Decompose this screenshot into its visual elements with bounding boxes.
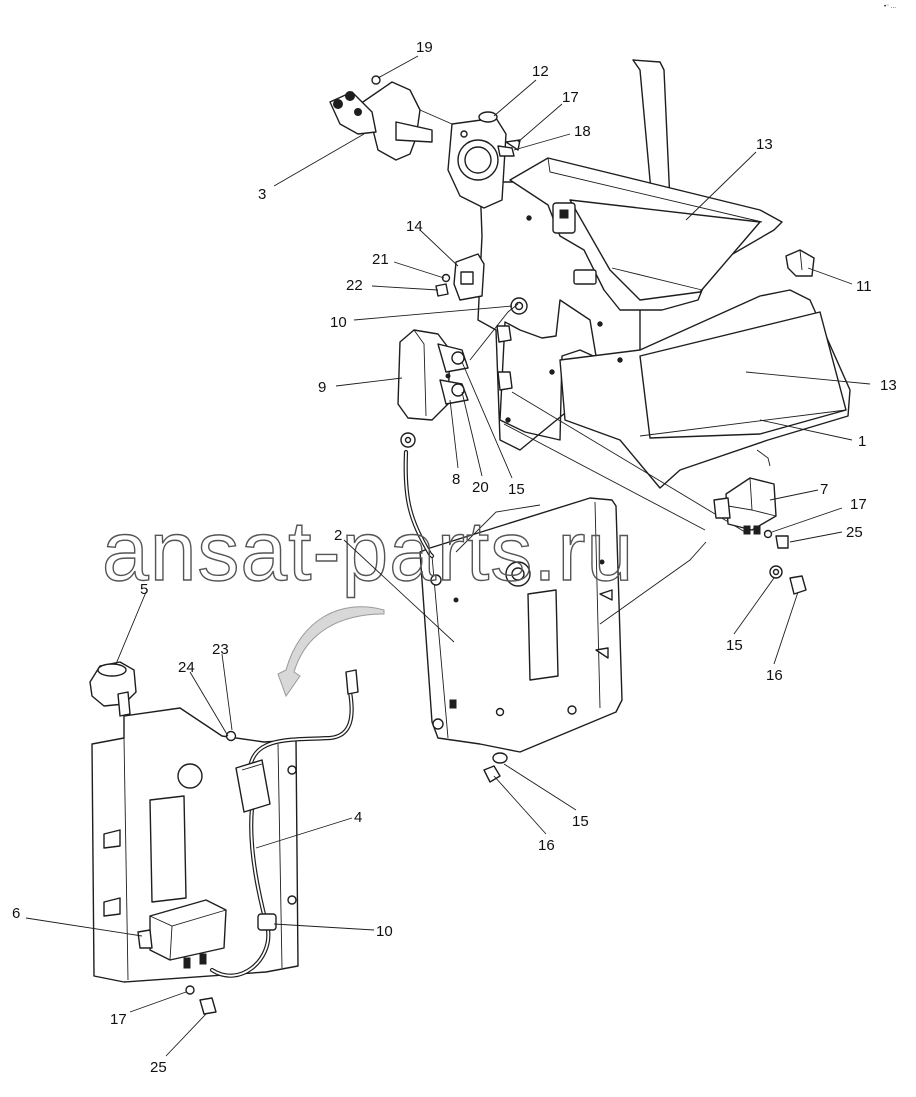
flange-12 [419,109,521,209]
terminal-stud-3 [329,75,433,161]
callout-8: 8 [452,471,460,488]
callout-16a: 16 [766,667,783,684]
callout-25a: 25 [846,524,863,541]
callout-10b: 10 [376,923,393,940]
callout-24: 24 [178,659,195,676]
callout-13b: 13 [880,377,897,394]
callout-22: 22 [346,277,363,294]
callout-13a: 13 [756,136,773,153]
callout-leaders [25,55,871,1057]
callout-7: 7 [820,481,828,498]
relay-bracket-14 [435,253,485,301]
mounting-plate-assembly [469,59,851,533]
callout-5: 5 [140,581,148,598]
callout-14: 14 [406,218,423,235]
callout-18: 18 [574,123,591,140]
callout-20: 20 [472,479,489,496]
callout-15b: 15 [726,637,743,654]
callout-17a: 17 [562,89,579,106]
callout-15c: 15 [572,813,589,830]
callout-10a: 10 [330,314,347,331]
callout-12: 12 [532,63,549,80]
callout-16b: 16 [538,837,555,854]
relay-7 [713,477,807,595]
callout-17c: 17 [110,1011,127,1028]
rotation-arrow [277,606,385,698]
callout-9: 9 [318,379,326,396]
cover-panel-2 [400,432,707,783]
callout-21: 21 [372,251,389,268]
callout-6: 6 [12,905,20,922]
callout-2: 2 [334,527,342,544]
callout-23: 23 [212,641,229,658]
callout-15a: 15 [508,481,525,498]
watermark-text: ansat-parts.ru [102,504,634,598]
callout-1: 1 [858,433,866,450]
corner-mark: •⁻ ... [884,4,896,10]
callout-17b: 17 [850,496,867,513]
fuse-block-9 [397,329,469,421]
clip-11 [785,249,815,277]
callout-3: 3 [258,186,266,203]
callout-11: 11 [856,278,872,295]
callout-4: 4 [354,809,362,826]
callout-19a: 19 [416,39,433,56]
lower-panel-assembly [89,661,359,1015]
callout-labels: 19 12 17 18 13 3 14 21 22 11 10 13 9 1 8… [12,39,897,1076]
callout-25b: 25 [150,1059,167,1076]
